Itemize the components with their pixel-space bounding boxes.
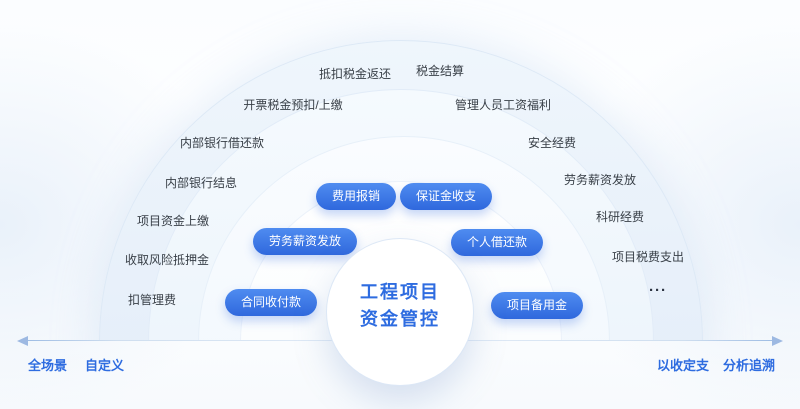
guarantee-funds-pill: 保证金收支	[399, 183, 493, 210]
internal-bank-loan-label: 内部银行借还款	[179, 136, 265, 150]
tax-deduction-refund-label: 抵扣税金返还	[318, 67, 392, 81]
safety-funds-label: 安全经费	[527, 136, 577, 150]
research-funds-label: 科研经费	[595, 210, 645, 224]
left-arrow-icon	[17, 336, 28, 346]
center-title-line2: 资金管控	[360, 309, 440, 329]
caption-income-based-spending: 以收定支	[656, 358, 709, 373]
caption-analysis-traceability: 分析追溯	[722, 358, 775, 373]
tax-settlement-label: 税金结算	[415, 64, 465, 78]
management-salary-benefits-label: 管理人员工资福利	[454, 98, 552, 112]
center-title: 工程项目 资金管控	[360, 279, 440, 333]
contract-payment-pill: 合同收付款	[224, 289, 318, 316]
labor-salary-label: 劳务薪资发放	[563, 173, 637, 187]
personal-loan-repayment-pill: 个人借还款	[450, 229, 544, 256]
invoice-tax-withholding-label: 开票税金预扣/上缴	[243, 98, 343, 112]
footer-left-captions: 全场景 自定义	[28, 355, 124, 374]
center-title-line1: 工程项目	[360, 282, 440, 302]
caption-custom: 自定义	[85, 358, 125, 373]
expense-reimbursement-pill: 费用报销	[315, 183, 397, 210]
internal-bank-interest-label: 内部银行结息	[164, 176, 238, 190]
project-tax-expense-label: 项目税费支出	[611, 250, 685, 264]
right-arrow-icon	[772, 336, 783, 346]
project-reserve-fund-pill: 项目备用金	[490, 292, 584, 319]
project-fund-submission-label: 项目资金上缴	[136, 214, 210, 228]
caption-all-scenarios: 全场景	[28, 358, 68, 373]
footer-right-captions: 以收定支 分析追溯	[657, 355, 775, 374]
labor-salary-payment-pill: 劳务薪资发放	[252, 228, 358, 255]
management-fee-label: 扣管理费	[127, 293, 177, 307]
risk-deposit-label: 收取风险抵押金	[124, 253, 210, 267]
ellipsis-label: ···	[649, 282, 667, 299]
center-circle: 工程项目 资金管控	[327, 239, 473, 385]
